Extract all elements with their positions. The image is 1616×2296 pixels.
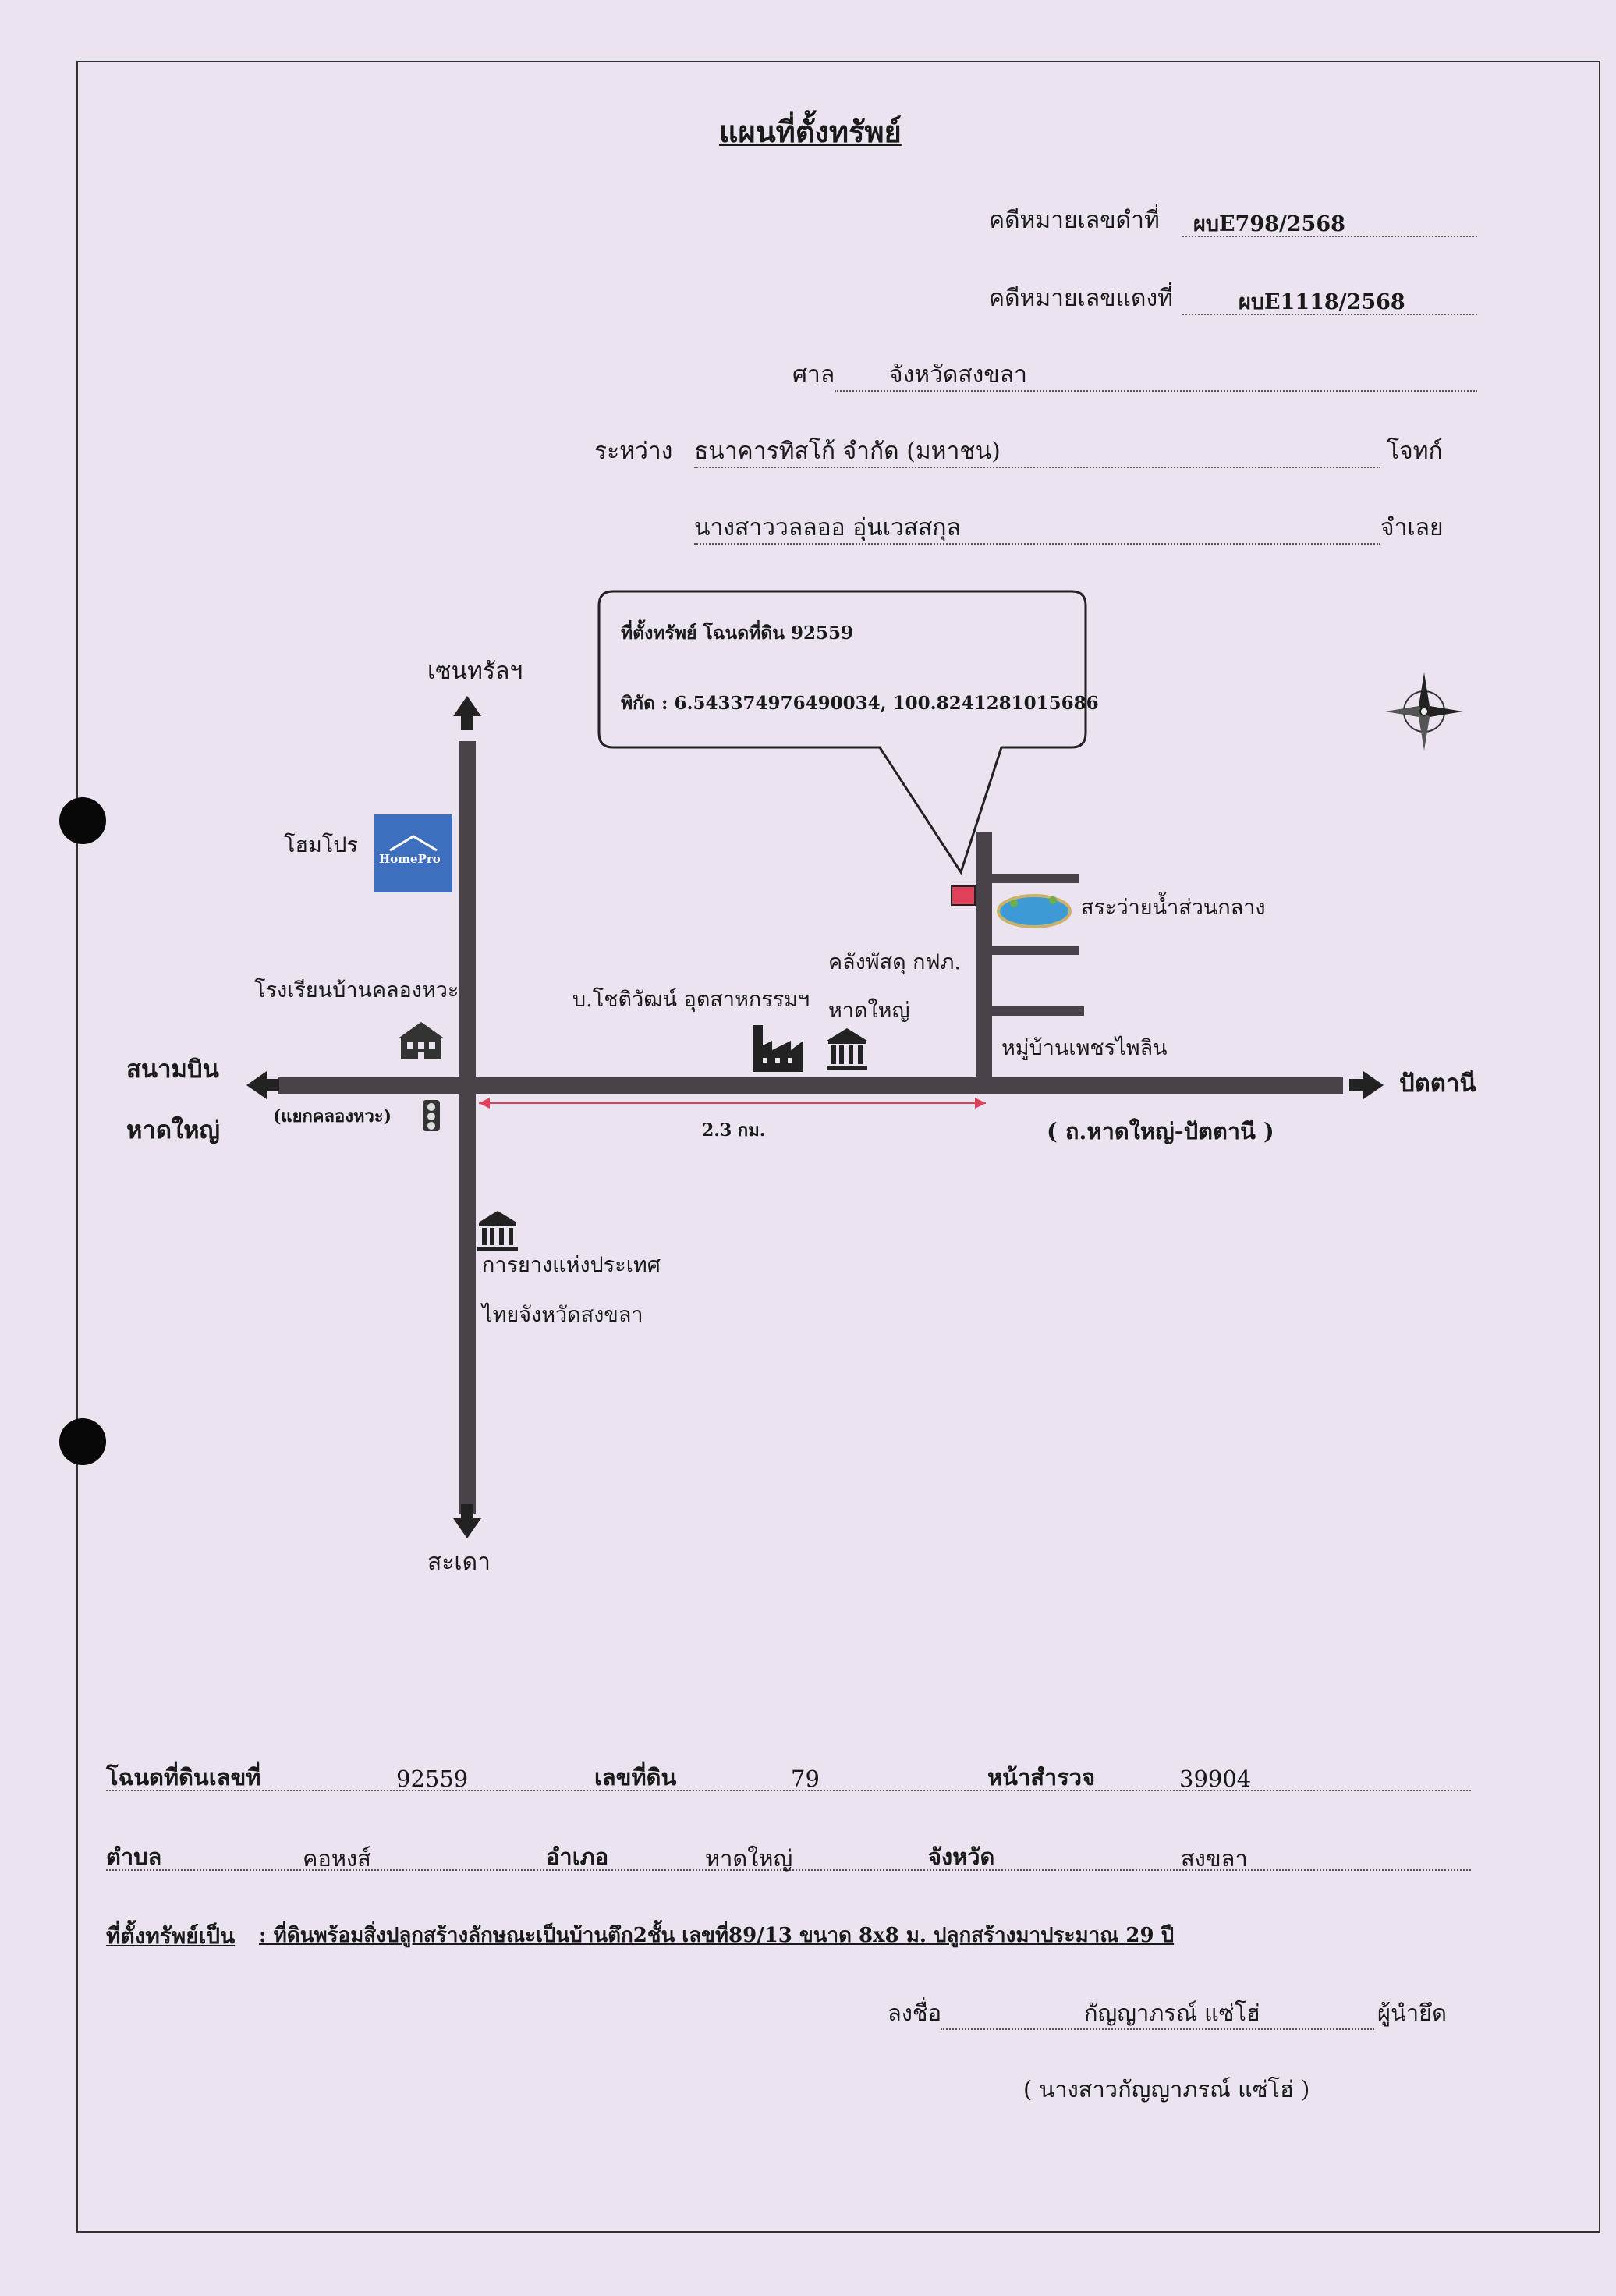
school-label: โรงเรียนบ้านคลองหวะ — [254, 978, 459, 1003]
main-road — [278, 1077, 1343, 1094]
compass-icon — [1385, 672, 1463, 751]
rubber-authority-label-line2: ไทยจังหวัดสงขลา — [482, 1303, 643, 1327]
black-case-line — [1182, 236, 1477, 237]
village-road — [976, 832, 992, 1086]
punch-hole-top — [59, 797, 106, 844]
village-branch-1 — [992, 874, 1079, 883]
callout-title: ที่ตั้งทรัพย์ โฉนดที่ดิน 92559 — [621, 623, 854, 644]
court-name: จังหวัดสงขลา — [889, 361, 1028, 389]
village-label: หมู่บ้านเพชรไพลิน — [1001, 1036, 1168, 1060]
red-case-number: ผบE1118/2568 — [1239, 290, 1405, 314]
warehouse-label-line2: หาดใหญ่ — [828, 999, 910, 1023]
village-branch-3 — [992, 1006, 1084, 1016]
subdistrict-value: คอหงส์ — [303, 1845, 371, 1872]
district-value: หาดใหญ่ — [705, 1845, 793, 1872]
signer-role: ผู้นำยึด — [1377, 2000, 1447, 2026]
rubber-authority-label-line1: การยางแห่งประเทศ — [482, 1253, 661, 1277]
signature-label: ลงชื่อ — [888, 2000, 942, 2026]
court-label: ศาล — [792, 361, 835, 389]
red-case-line — [1182, 314, 1477, 315]
red-case-label: คดีหมายเลขแดงที่ — [989, 285, 1173, 312]
defendant-role: จำเลย — [1380, 514, 1444, 541]
deed-row-line — [106, 1790, 1471, 1791]
defendant-line — [694, 543, 1380, 545]
junction-label: (แยกคลองหวะ) — [273, 1106, 392, 1127]
district-label: อำเภอ — [546, 1844, 609, 1870]
school-icon — [399, 1022, 443, 1059]
arrow-down-icon — [453, 1504, 481, 1538]
location-row-line — [106, 1869, 1471, 1871]
between-label: ระหว่าง — [594, 438, 673, 465]
signer-name: กัญญาภรณ์ แซ่โฮ่ — [1084, 2000, 1260, 2026]
cross-road — [459, 741, 476, 1514]
callout-bubble — [597, 590, 1087, 875]
black-case-number: ผบE798/2568 — [1193, 212, 1345, 236]
plaintiff-line — [694, 467, 1380, 468]
label-west-airport: สนามบิน — [126, 1056, 219, 1084]
survey-label: หน้าสำรวจ — [987, 1764, 1096, 1790]
factory-icon — [753, 1025, 803, 1072]
province-label: จังหวัด — [928, 1844, 995, 1870]
pool-icon — [997, 894, 1072, 928]
label-west-hatyai: หาดใหญ่ — [126, 1116, 220, 1144]
page-title: แผนที่ตั้งทรัพย์ — [719, 114, 902, 149]
page-frame — [76, 61, 1600, 2233]
plaintiff-role: โจทก์ — [1387, 438, 1443, 465]
deed-label: โฉนดที่ดินเลขที่ — [106, 1764, 261, 1790]
arrow-up-icon — [453, 696, 481, 730]
punch-hole-bottom — [59, 1418, 106, 1465]
land-number-label: เลขที่ดิน — [594, 1764, 677, 1790]
distance-label: 2.3 กม. — [702, 1120, 766, 1141]
warehouse-label-line1: คลังพัสดุ กฟภ. — [828, 950, 962, 974]
arrow-right-icon — [1349, 1071, 1384, 1099]
homepro-logo — [374, 814, 452, 892]
land-number: 79 — [791, 1765, 820, 1792]
homepro-label: โฮมโปร — [284, 833, 358, 857]
bank-icon — [477, 1211, 518, 1251]
survey-number: 39904 — [1179, 1765, 1252, 1792]
plaintiff-name: ธนาคารทิสโก้ จำกัด (มหาชน) — [694, 438, 1001, 465]
subdistrict-label: ตำบล — [106, 1844, 162, 1870]
defendant-name: นางสาววลลออ อุ่นเวสสกุล — [694, 514, 961, 541]
property-description: : ที่ดินพร้อมสิ่งปลูกสร้างลักษณะเป็นบ้าน… — [259, 1924, 1175, 1947]
arrow-left-icon — [246, 1071, 279, 1099]
factory-label: บ.โชติวัฒน์ อุตสาหกรรมฯ — [572, 988, 810, 1012]
label-north-central: เซนทรัลฯ — [427, 658, 523, 685]
homepro-logo-text: HomePro — [379, 852, 441, 866]
traffic-light-icon — [423, 1100, 440, 1131]
label-south-sadao: สะเดา — [427, 1549, 491, 1576]
court-line — [835, 390, 1477, 392]
callout-coordinates: พิกัด : 6.543374976490034, 100.824128101… — [621, 693, 1099, 714]
village-branch-2 — [992, 946, 1079, 955]
pool-label: สระว่ายน้ำส่วนกลาง — [1081, 896, 1266, 920]
deed-number: 92559 — [396, 1765, 469, 1792]
property-description-label: ที่ตั้งทรัพย์เป็น — [106, 1923, 236, 1949]
province-value: สงขลา — [1181, 1845, 1248, 1872]
black-case-label: คดีหมายเลขดำที่ — [989, 207, 1160, 234]
label-east-pattani: ปัตตานี — [1399, 1070, 1476, 1098]
property-marker — [951, 885, 976, 906]
signature-line — [941, 2028, 1374, 2030]
road-name: ( ถ.หาดใหญ่-ปัตตานี ) — [1047, 1118, 1274, 1144]
warehouse-icon — [827, 1028, 867, 1070]
signer-full-name: ( นางสาวกัญญาภรณ์ แซ่โฮ่ ) — [1023, 2076, 1310, 2103]
